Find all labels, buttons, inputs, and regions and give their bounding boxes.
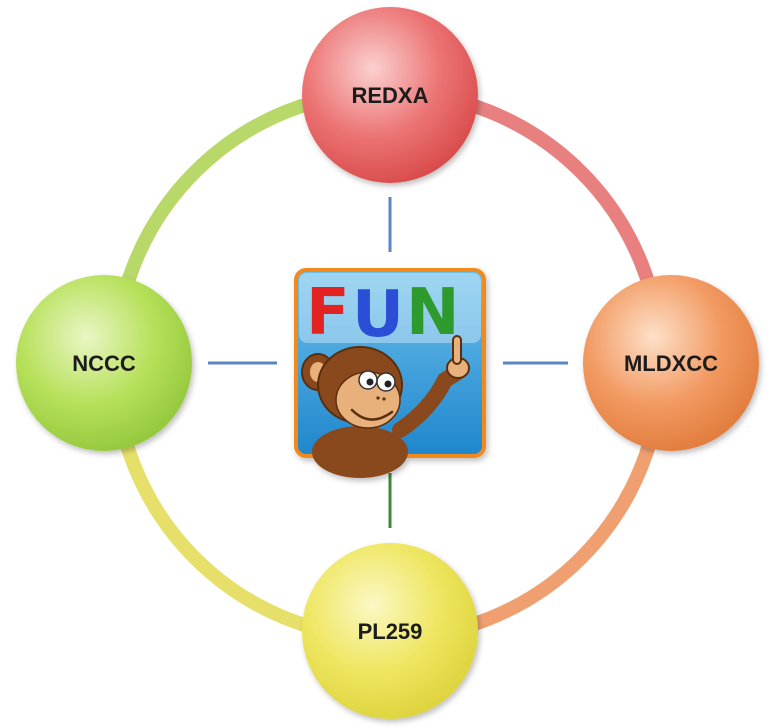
node-circle-right xyxy=(583,275,759,451)
center-letter-n: N xyxy=(406,276,460,350)
connectors xyxy=(208,197,568,528)
node-circle-bottom xyxy=(302,543,478,719)
center-letter-f: F xyxy=(306,276,350,350)
center-letter-u: U xyxy=(352,278,404,352)
node-circle-top xyxy=(302,7,478,183)
node-label-left: NCCC xyxy=(72,351,136,376)
center-logo-highlight xyxy=(299,273,481,343)
node-bottom: PL259 xyxy=(302,543,478,719)
node-left: NCCC xyxy=(16,275,192,451)
monkey-icon xyxy=(301,335,470,478)
node-label-bottom: PL259 xyxy=(358,619,423,644)
node-right: MLDXCC xyxy=(583,275,759,451)
center-logo: F U N xyxy=(294,268,486,478)
node-label-top: REDXA xyxy=(351,83,428,108)
node-circle-left xyxy=(16,275,192,451)
node-top: REDXA xyxy=(302,7,478,183)
node-label-right: MLDXCC xyxy=(624,351,718,376)
